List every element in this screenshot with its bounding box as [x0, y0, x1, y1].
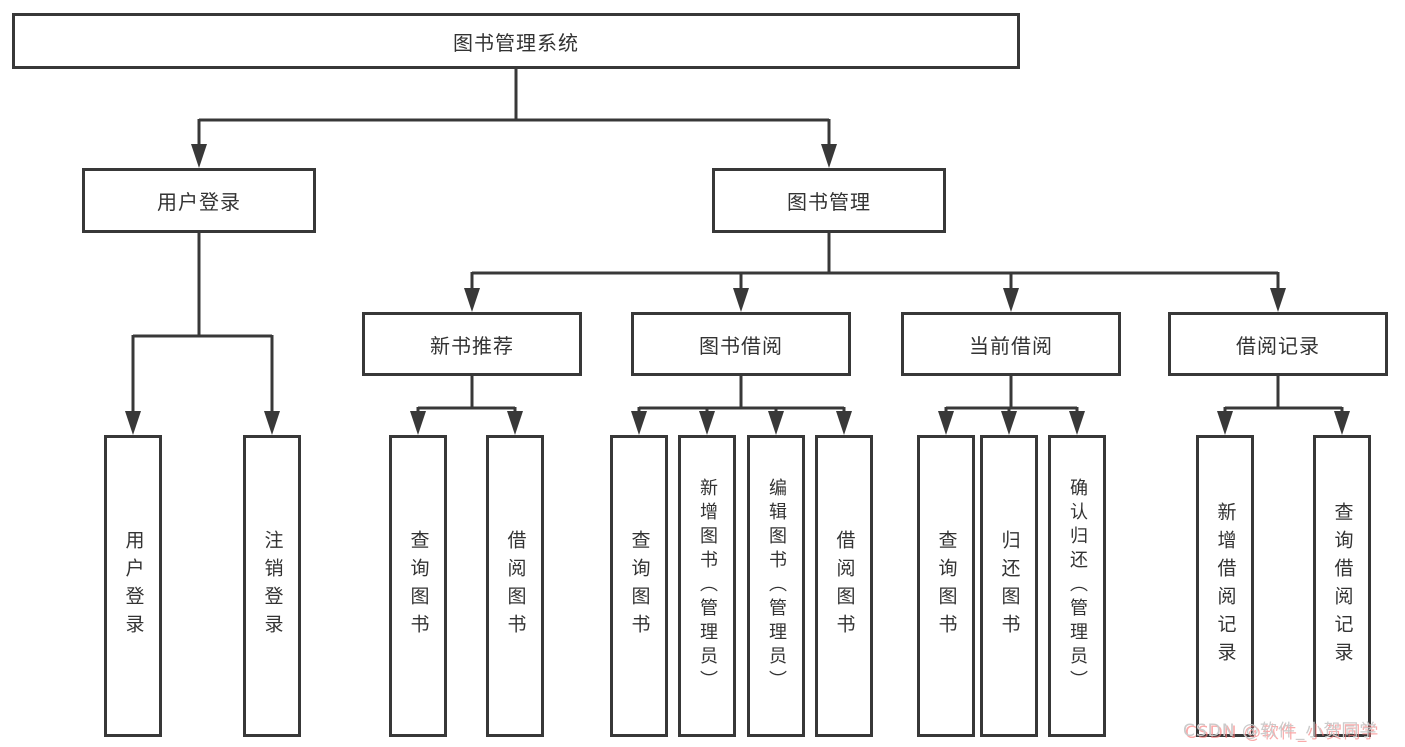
node-new-book-recommendation: 新书推荐 — [362, 312, 582, 376]
leaf-logout-login: 注销登录 — [243, 435, 301, 737]
leaf-user-login: 用户登录 — [104, 435, 162, 737]
leaf-add-books-admin: 新增图书（管理员） — [678, 435, 736, 737]
node-borrowing-records: 借阅记录 — [1168, 312, 1388, 376]
csdn-watermark: CSDN @软件_小贺同学 — [1183, 721, 1378, 741]
leaf-query-borrow-record: 查询借阅记录 — [1313, 435, 1371, 737]
node-book-management: 图书管理 — [712, 168, 946, 233]
node-current-borrowing-label: 当前借阅 — [969, 333, 1053, 358]
node-new-book-recommendation-label: 新书推荐 — [430, 333, 514, 358]
leaf-add-borrow-record: 新增借阅记录 — [1196, 435, 1254, 737]
node-current-borrowing: 当前借阅 — [901, 312, 1121, 376]
node-user-login: 用户登录 — [82, 168, 316, 233]
node-book-borrowing: 图书借阅 — [631, 312, 851, 376]
node-user-login-label: 用户登录 — [157, 190, 241, 214]
leaf-borrow-books-recommend: 借阅图书 — [486, 435, 544, 737]
leaf-borrow-books-borrowing: 借阅图书 — [815, 435, 873, 737]
leaf-query-books-borrowing: 查询图书 — [610, 435, 668, 737]
leaf-return-books: 归还图书 — [980, 435, 1038, 737]
leaf-confirm-return-admin: 确认归还（管理员） — [1048, 435, 1106, 737]
node-book-borrowing-label: 图书借阅 — [699, 333, 783, 358]
node-library-system: 图书管理系统 — [12, 13, 1020, 69]
leaf-query-books-current: 查询图书 — [917, 435, 975, 737]
arrowhead-icons — [125, 144, 1350, 435]
leaf-edit-books-admin: 编辑图书（管理员） — [747, 435, 805, 737]
node-book-management-label: 图书管理 — [787, 190, 871, 214]
node-borrowing-records-label: 借阅记录 — [1236, 333, 1320, 358]
node-library-system-label: 图书管理系统 — [453, 30, 579, 55]
leaf-query-books-recommend: 查询图书 — [389, 435, 447, 737]
